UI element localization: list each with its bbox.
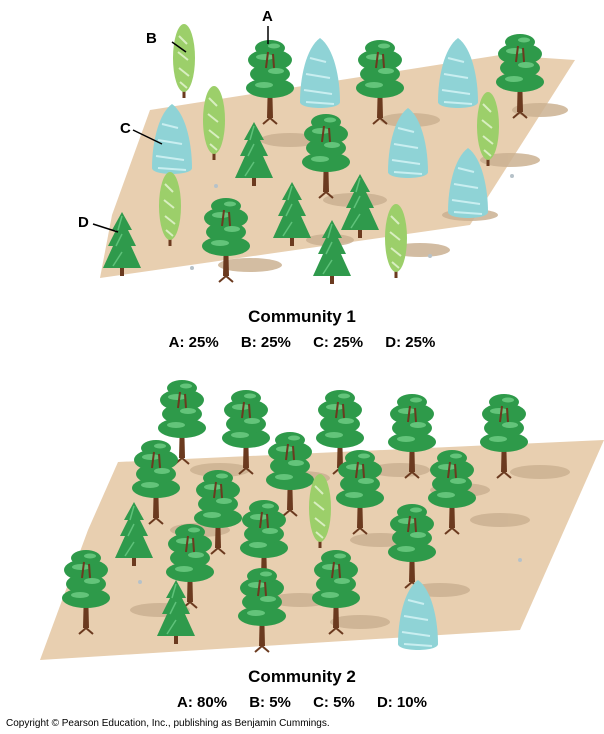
community-2-pct-d: D: 10% bbox=[376, 694, 427, 711]
community-2-illustration bbox=[0, 360, 604, 662]
label-b: B bbox=[146, 30, 157, 47]
community-1-illustration bbox=[0, 0, 604, 300]
label-d: D bbox=[78, 214, 89, 231]
community-1-pct-d: D: 25% bbox=[385, 334, 436, 351]
community-2-pct-b: B: 5% bbox=[249, 694, 291, 711]
community-1-pct-b: B: 25% bbox=[240, 334, 291, 351]
community-1-title: Community 1 bbox=[248, 307, 356, 326]
community-1-abundances: A: 25% B: 25% C: 25% D: 25% bbox=[0, 334, 604, 351]
community-2-abundances: A: 80% B: 5% C: 5% D: 10% bbox=[0, 694, 604, 711]
community-1-pct-c: C: 25% bbox=[313, 334, 364, 351]
label-c: C bbox=[120, 120, 131, 137]
community-1-pct-a: A: 25% bbox=[168, 334, 219, 351]
community-2-title: Community 2 bbox=[248, 667, 356, 686]
copyright-notice: Copyright © Pearson Education, Inc., pub… bbox=[6, 718, 330, 729]
community-2-pct-c: C: 5% bbox=[313, 694, 355, 711]
community-2-pct-a: A: 80% bbox=[177, 694, 228, 711]
label-a: A bbox=[262, 8, 273, 25]
